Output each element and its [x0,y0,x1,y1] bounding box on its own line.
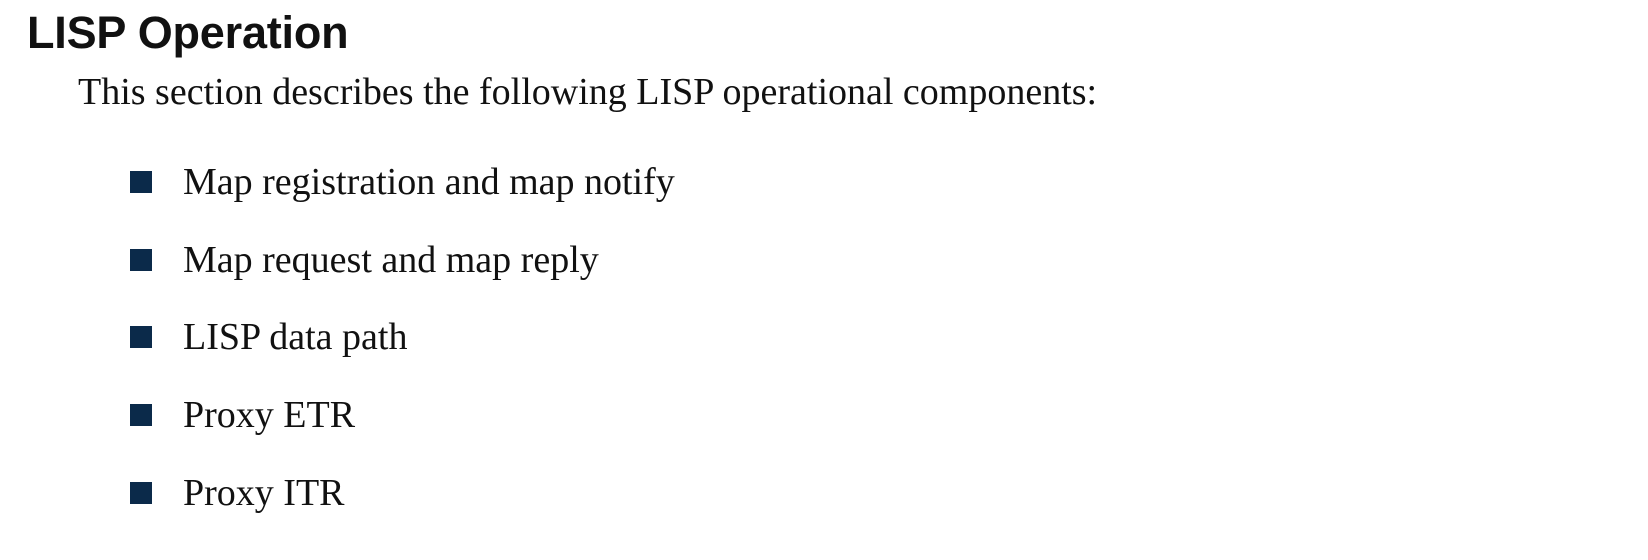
list-item-label: Proxy ETR [183,394,356,436]
section-title: LISP Operation [27,7,349,58]
square-bullet-icon [130,404,152,426]
list-item: Map request and map reply [130,232,599,288]
list-item-label: Proxy ITR [183,472,345,514]
list-item: Proxy ITR [130,465,345,521]
intro-paragraph: This section describes the following LIS… [78,71,1098,113]
list-item: Proxy ETR [130,387,355,443]
square-bullet-icon [130,171,152,193]
list-item-label: Map registration and map notify [183,161,675,203]
list-item: Map registration and map notify [130,154,675,210]
square-bullet-icon [130,249,152,271]
square-bullet-icon [130,326,152,348]
list-item: LISP data path [130,309,407,365]
list-item-label: Map request and map reply [183,239,599,281]
square-bullet-icon [130,482,152,504]
list-item-label: LISP data path [183,316,408,358]
